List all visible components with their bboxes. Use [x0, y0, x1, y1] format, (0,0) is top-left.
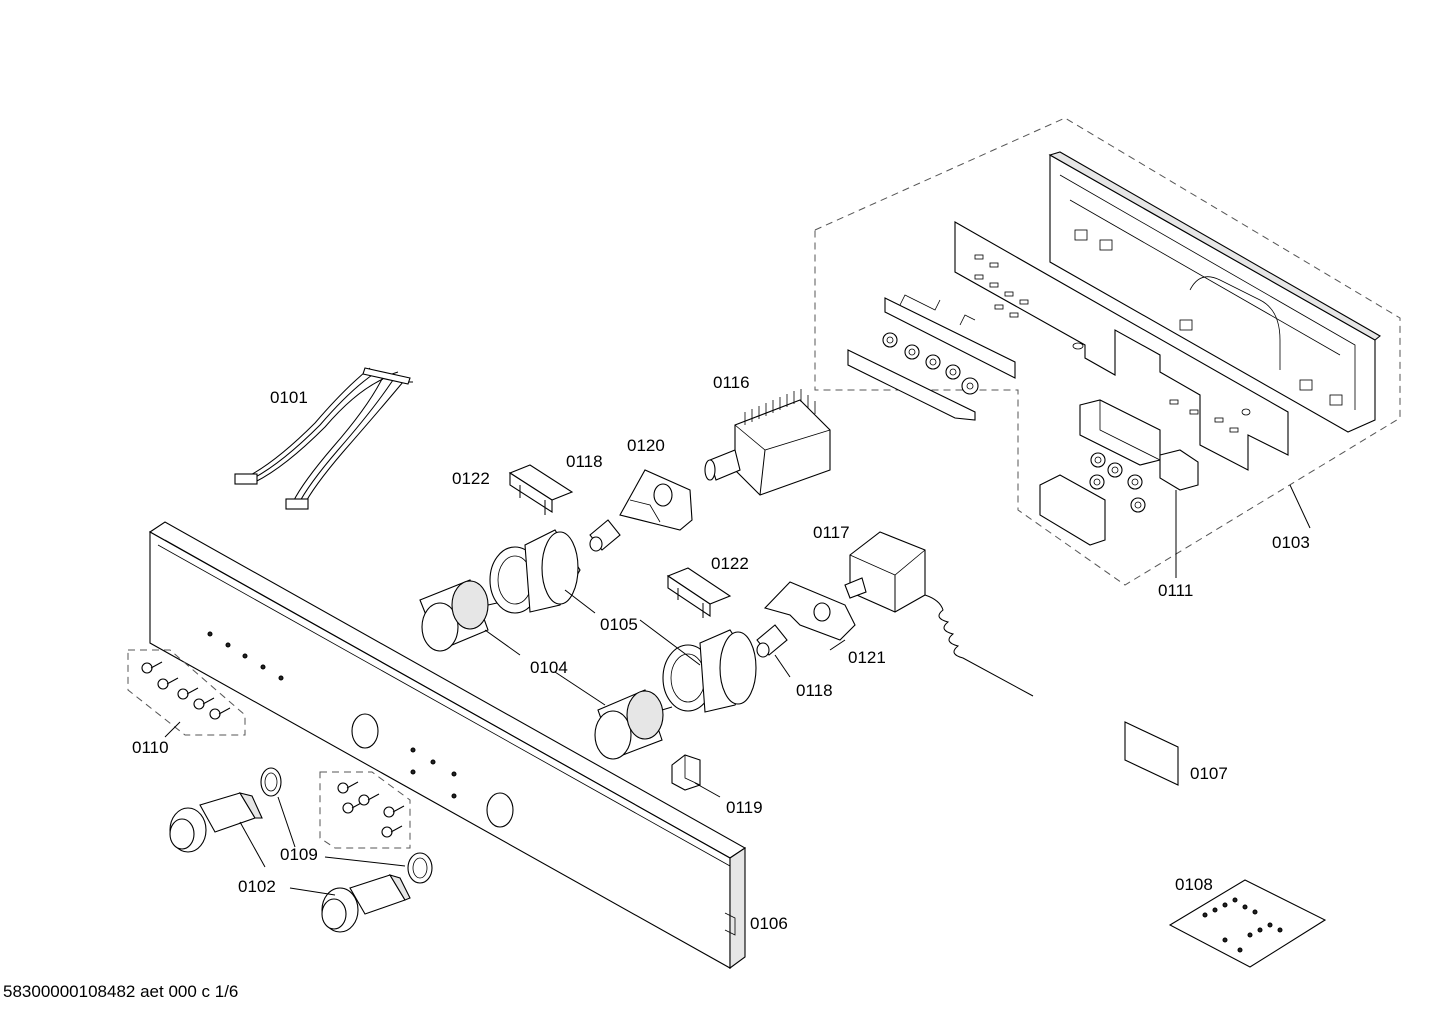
push-knob-0102-lower	[321, 874, 411, 933]
knob-bezel-0105-lower	[662, 629, 757, 713]
connector-0119	[671, 754, 701, 791]
clip-0122-lower	[666, 567, 732, 618]
rear-frame-part	[1048, 151, 1381, 433]
label-0118-upper: 0118	[566, 452, 603, 471]
cover-block-part	[1079, 399, 1161, 466]
led-board-lower	[847, 332, 979, 421]
leader-lines	[164, 484, 1311, 896]
label-0107: 0107	[1190, 764, 1228, 783]
document-id: 58300000108482 aet 000 c 1/6	[3, 982, 238, 1001]
selector-switch-0116	[704, 389, 831, 496]
label-0122-upper: 0122	[452, 469, 490, 488]
label-0102: 0102	[238, 877, 276, 896]
label-0110: 0110	[132, 738, 169, 757]
label-plate-0107	[1124, 721, 1179, 786]
label-0105: 0105	[600, 615, 638, 634]
support-plate-part	[954, 221, 1289, 471]
label-0103: 0103	[1272, 533, 1310, 552]
shaft-adapter-0118-lower	[756, 624, 788, 658]
label-0101: 0101	[270, 388, 308, 407]
button-board-part	[1039, 452, 1146, 546]
control-module-group-0103	[814, 117, 1401, 586]
bracket-0121	[763, 581, 856, 641]
label-0120: 0120	[627, 436, 665, 455]
label-0106: 0106	[750, 914, 788, 933]
label-0116: 0116	[713, 373, 750, 392]
label-0109: 0109	[280, 845, 318, 864]
knob-ring-0109-upper	[260, 767, 282, 797]
shaft-adapter-0118-upper	[589, 519, 621, 552]
control-knob-0104-upper	[419, 579, 498, 652]
bracket-0120	[619, 469, 693, 531]
part-labels: 0101 0102 0103 0104 0105 0106 0107 0108 …	[132, 373, 1310, 933]
screw-bag-0108	[1168, 879, 1327, 968]
label-0108: 0108	[1175, 875, 1213, 894]
label-0111: 0111	[1158, 581, 1193, 600]
pushbutton-set-0110	[127, 649, 411, 849]
label-0104: 0104	[530, 658, 568, 677]
micro-switch-0111	[1159, 449, 1199, 578]
led-strip-upper	[884, 294, 1016, 379]
wire-harness-0101	[234, 367, 413, 510]
front-panel-0106	[148, 521, 747, 970]
control-knob-0104-lower	[594, 689, 673, 760]
push-knob-0102-upper	[169, 792, 263, 853]
label-0117: 0117	[813, 523, 850, 542]
label-0122-lower: 0122	[711, 554, 749, 573]
knob-bezel-0105-upper	[489, 529, 581, 614]
clip-0122-upper	[508, 464, 574, 515]
label-0121: 0121	[848, 648, 886, 667]
label-0119: 0119	[726, 798, 763, 817]
knob-ring-0109-lower	[407, 852, 433, 884]
thermostat-0117	[844, 531, 1034, 697]
label-0118-lower: 0118	[796, 681, 833, 700]
